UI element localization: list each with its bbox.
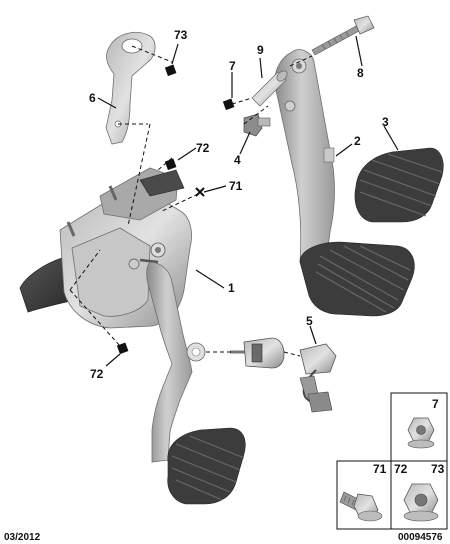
hardware-box-7-label: 7 [432,397,439,411]
switch-wiring-connector [299,343,337,413]
marker-71-cross [195,187,205,197]
leader-lines [97,35,399,367]
marker-72-bottom [116,342,129,355]
callout-labels: 73 9 7 8 6 72 71 4 2 3 1 5 72 [89,28,389,381]
clutch-pedal-arm [146,261,206,463]
clutch-pedal-pad [167,427,246,505]
mounting-bracket [105,32,156,145]
callout-2: 2 [354,134,361,148]
hardware-box-7: 7 [390,392,448,462]
stop-light-switch [230,337,285,369]
callout-4: 4 [234,153,241,167]
hardware-box-71: 71 [336,460,392,530]
callout-72-bottom: 72 [90,367,104,381]
hardware-box-72-label: 72 [394,462,408,476]
callout-5: 5 [306,314,313,328]
brake-light-switch-small [243,113,271,137]
pedal-support-box [19,167,192,329]
callout-9: 9 [257,43,264,57]
assembly-lines [69,45,313,357]
callout-71: 71 [229,179,243,193]
brake-pedal-pad [299,241,415,317]
flange-nut-small-icon [407,417,435,449]
callout-1: 1 [228,281,235,295]
callout-72-mid: 72 [196,141,210,155]
fastener-markers [116,64,235,355]
hardware-box-73-label: 73 [431,462,445,476]
marker-73 [164,64,177,77]
callout-73-top: 73 [174,28,188,42]
callout-3: 3 [382,115,389,129]
footer-date: 03/2012 [4,532,41,543]
pivot-bolt [311,15,375,56]
hex-bolt-icon [339,491,383,522]
hardware-box-71-label: 71 [373,462,387,476]
marker-72-mid [164,158,177,171]
callout-7-top: 7 [229,59,236,73]
callout-6: 6 [89,91,96,105]
marker-7 [222,98,235,111]
spacer-tube [251,70,288,107]
pedal-rubber-pad [354,147,444,223]
flange-nut-large-icon [403,483,439,522]
hardware-box-72-73: 72 73 [390,460,448,530]
footer-reference: 00094576 [398,532,443,543]
callout-8: 8 [357,66,364,80]
